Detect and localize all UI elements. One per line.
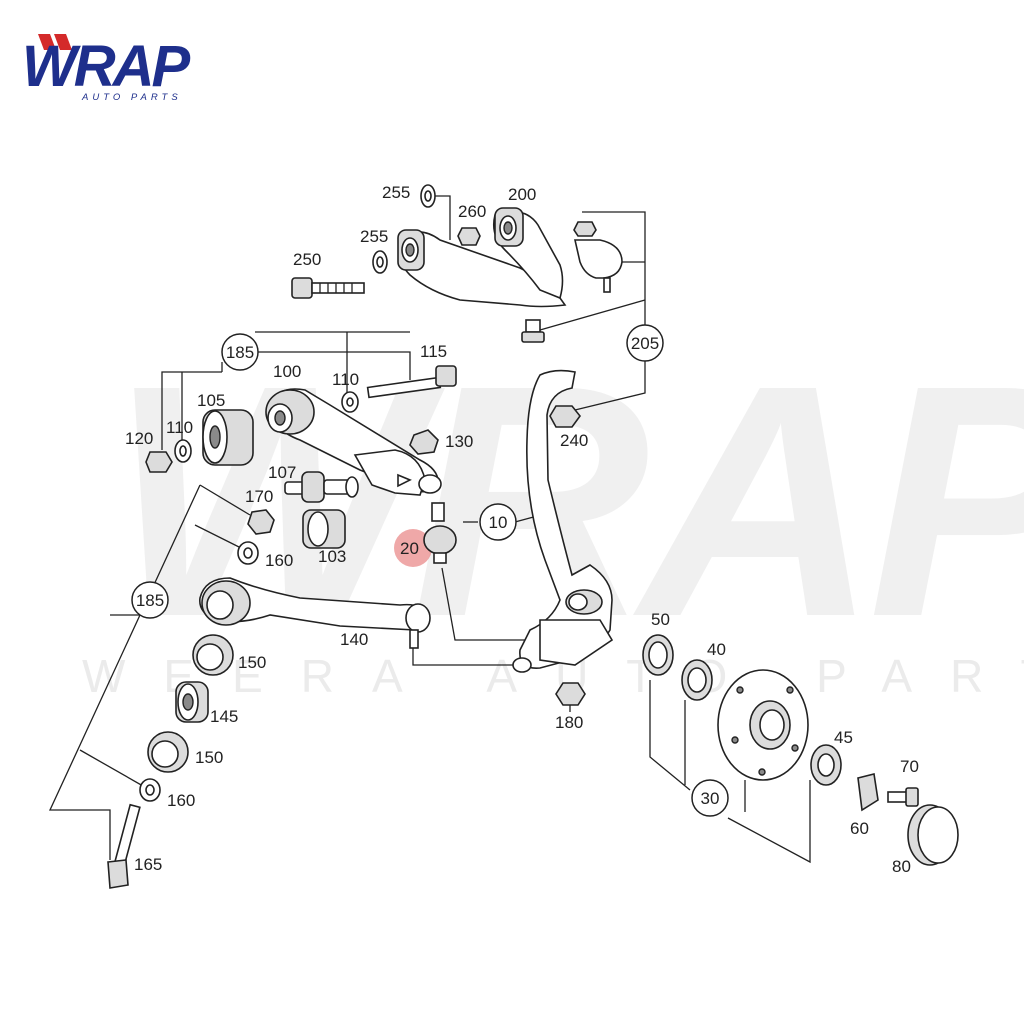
label-145: 145 xyxy=(210,707,238,726)
label-180: 180 xyxy=(555,713,583,732)
label-250: 250 xyxy=(293,250,321,269)
label-260: 260 xyxy=(458,202,486,221)
logo-text: WRAP xyxy=(22,34,191,99)
label-115: 115 xyxy=(420,342,447,361)
label-20: 20 xyxy=(400,539,419,558)
callout-185-upper: 185 xyxy=(221,333,259,371)
label-255-top: 255 xyxy=(382,183,410,202)
callout-205: 205 xyxy=(626,324,664,362)
steering-knuckle xyxy=(512,369,614,706)
strut-bushing-stack xyxy=(107,634,234,889)
label-40: 40 xyxy=(707,640,726,659)
label-160-upper: 160 xyxy=(265,551,293,570)
label-140: 140 xyxy=(340,630,368,649)
svg-text:205: 205 xyxy=(631,334,659,353)
label-165: 165 xyxy=(134,855,162,874)
label-105: 105 xyxy=(197,391,225,410)
label-80: 80 xyxy=(892,857,911,876)
label-150-upper: 150 xyxy=(238,653,266,672)
svg-text:10: 10 xyxy=(489,513,508,532)
highlight-marker xyxy=(394,529,432,567)
label-110-upper: 110 xyxy=(332,370,359,389)
wheel-hub-assembly xyxy=(642,634,959,866)
logo-red-stripes-icon xyxy=(38,34,72,50)
upper-control-arm xyxy=(291,184,623,343)
label-130: 130 xyxy=(445,432,473,451)
label-255-mid: 255 xyxy=(360,227,388,246)
label-110-lower: 110 xyxy=(166,418,193,437)
part-labels: 255 260 200 250 255 115 100 110 105 120 … xyxy=(125,183,919,876)
label-45: 45 xyxy=(834,728,853,747)
svg-text:185: 185 xyxy=(136,591,164,610)
label-50: 50 xyxy=(651,610,670,629)
brand-logo: WRAP AUTO PARTS xyxy=(22,34,194,103)
label-70: 70 xyxy=(900,757,919,776)
label-200: 200 xyxy=(508,185,536,204)
label-103: 103 xyxy=(318,547,346,566)
label-107: 107 xyxy=(268,463,296,482)
label-150-lower: 150 xyxy=(195,748,223,767)
logo-tagline: AUTO PARTS xyxy=(81,92,182,103)
label-60: 60 xyxy=(850,819,869,838)
callout-10: 10 xyxy=(479,503,517,541)
label-170: 170 xyxy=(245,487,273,506)
label-240: 240 xyxy=(560,431,588,450)
label-100: 100 xyxy=(273,362,301,381)
lower-arm-100 xyxy=(145,365,457,565)
label-160-lower: 160 xyxy=(167,791,195,810)
svg-text:185: 185 xyxy=(226,343,254,362)
lower-arm-140 xyxy=(198,577,431,649)
svg-text:30: 30 xyxy=(701,789,720,808)
leader-lines xyxy=(48,195,811,864)
callout-30: 30 xyxy=(691,779,729,817)
callout-185-lower: 185 xyxy=(131,581,169,619)
label-120: 120 xyxy=(125,429,153,448)
